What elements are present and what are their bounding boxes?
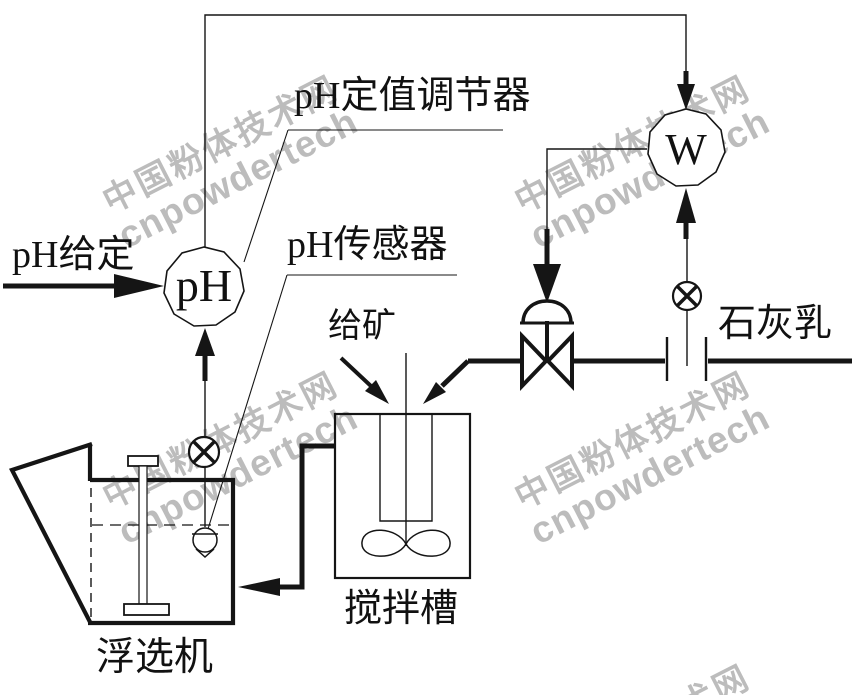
label-ph-setpoint-regulator: pH定值调节器 xyxy=(294,75,531,117)
flotation-machine xyxy=(9,442,236,626)
flow-controller-circle xyxy=(647,108,726,187)
label-ph-setpoint: pH给定 xyxy=(12,234,135,276)
orifice-to-flow-controller-arrow xyxy=(676,188,696,239)
label-feed-ore: 给矿 xyxy=(328,308,396,345)
feed-ore-arrow xyxy=(339,356,389,404)
ph-controller-symbol: pH xyxy=(175,260,233,311)
lime-line-valve xyxy=(671,280,703,312)
lime-milk-inlet-arrow xyxy=(423,359,470,404)
controller-to-valve-arrow xyxy=(533,229,561,303)
sensor-label-leader xyxy=(207,274,457,530)
orifice-plate xyxy=(665,337,708,381)
stirring-tank xyxy=(333,353,472,580)
tank-to-flotation-arrow xyxy=(238,443,336,596)
label-stirring-tank: 搅拌槽 xyxy=(344,588,459,630)
ph-electrode-sensor xyxy=(192,527,218,559)
ph-controller-circle xyxy=(163,246,245,327)
label-ph-sensor: pH传感器 xyxy=(287,224,448,266)
label-flotation-machine: 浮选机 xyxy=(96,636,214,679)
sensor-to-ph-arrow xyxy=(195,328,215,381)
ph-to-flow-controller-arrow xyxy=(677,71,695,110)
regulator-label-leader xyxy=(243,129,503,263)
ph-output-signal-line xyxy=(204,14,687,248)
control-valve xyxy=(520,299,574,391)
sensor-line-valve xyxy=(187,435,221,469)
flow-controller-symbol: W xyxy=(665,125,707,174)
ph-setpoint-arrow xyxy=(3,274,164,298)
label-lime-milk: 石灰乳 xyxy=(718,303,833,345)
flow-controller-output-line xyxy=(546,148,647,231)
